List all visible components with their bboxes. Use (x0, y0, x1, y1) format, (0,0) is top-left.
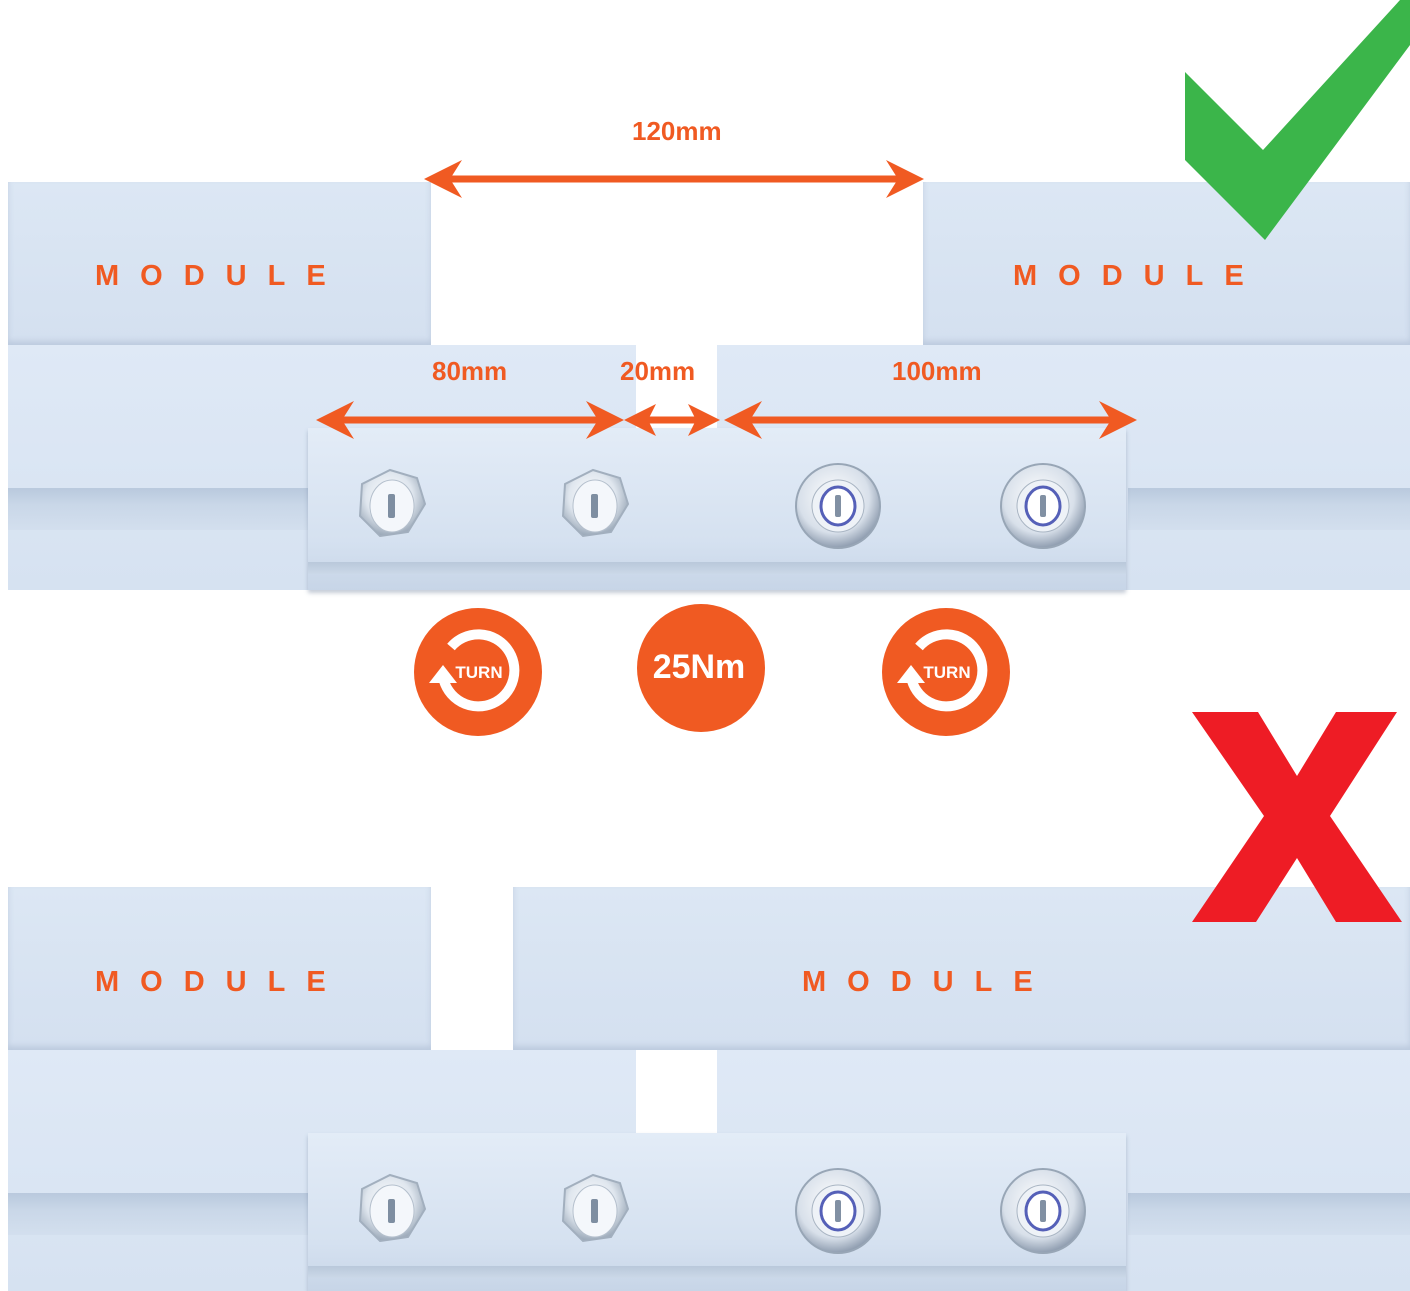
turn-label: TURN (455, 663, 502, 682)
module-left (8, 887, 431, 1050)
dimension-label-left: 80mm (432, 356, 508, 386)
rail-slot-left (8, 488, 308, 530)
module-left (8, 182, 431, 345)
rail-slot-right (1128, 1193, 1410, 1235)
bolt-hex-icon (358, 1173, 427, 1243)
clamp-plate-lip (308, 1266, 1126, 1278)
module-label: MODULE (1013, 260, 1265, 292)
bolt-hex-icon (561, 1173, 630, 1243)
module-label: MODULE (95, 966, 347, 998)
turn-right-badge: TURN (882, 608, 1010, 736)
dimension-arrow-left (316, 401, 624, 439)
checkmark-icon (1185, 0, 1410, 240)
rotate-arrow-icon (429, 665, 457, 683)
dimension-arrows (316, 160, 1137, 439)
module-label: MODULE (95, 260, 347, 292)
bolt-washer-icon (795, 463, 881, 549)
turn-left-badge: TURN (414, 608, 542, 736)
module-label: MODULE (802, 966, 1054, 998)
dimension-label-gap: 120mm (632, 116, 722, 146)
dimension-label-center: 20mm (620, 356, 696, 386)
dimension-arrow-center (624, 404, 720, 436)
module-right (923, 182, 1410, 345)
bolt-hex-icon (561, 468, 630, 538)
dimension-label-right: 100mm (892, 356, 982, 386)
cross-icon (1192, 712, 1402, 922)
rotate-arrow-icon (897, 665, 925, 683)
bolt-washer-icon (1000, 1168, 1086, 1254)
dimension-arrow-right (724, 401, 1137, 439)
dimension-arrow-gap (424, 160, 924, 198)
bolt-hex-icon (358, 468, 427, 538)
bolts (358, 463, 1086, 549)
torque-badge: 25Nm (637, 604, 765, 732)
bolts (358, 1168, 1086, 1254)
clamp-plate (308, 1133, 1126, 1291)
rail-slot-right (1128, 488, 1410, 530)
clamp-plate-lip (308, 562, 1126, 574)
rail-slot-left (8, 1193, 308, 1235)
bolt-washer-icon (795, 1168, 881, 1254)
bolt-washer-icon (1000, 463, 1086, 549)
torque-label: 25Nm (653, 648, 746, 686)
turn-label: TURN (923, 663, 970, 682)
